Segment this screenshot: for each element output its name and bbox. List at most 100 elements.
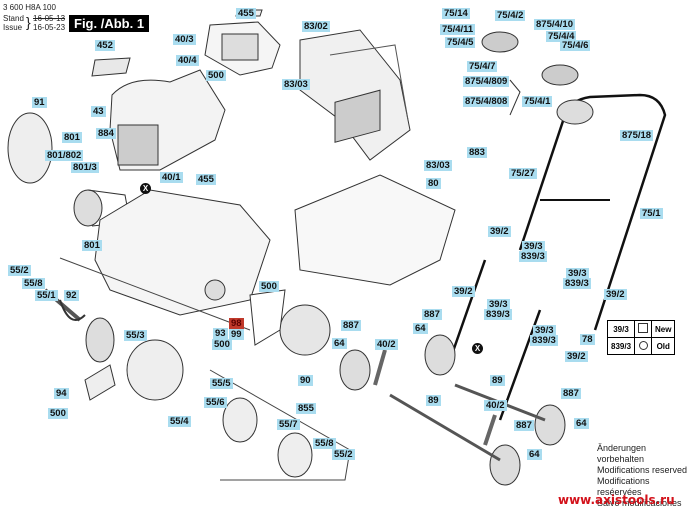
callout-40-1[interactable]: 40/1 <box>160 172 183 183</box>
callout-75-4-2[interactable]: 75/4/2 <box>495 10 526 21</box>
callout-55-8[interactable]: 55/8 <box>22 278 45 289</box>
callout-839-3[interactable]: 839/3 <box>530 335 558 346</box>
callout-801-802[interactable]: 801/802 <box>45 150 84 161</box>
callout-875-4-808[interactable]: 875/4/808 <box>463 96 510 107</box>
drawing-height-lever-2 <box>483 414 497 446</box>
callout-40-3[interactable]: 40/3 <box>173 34 196 45</box>
callout-83-03[interactable]: 83/03 <box>282 79 310 90</box>
callout-75-4-11[interactable]: 75/4/11 <box>440 24 476 35</box>
callout-75-4-4[interactable]: 75/4/4 <box>546 31 577 42</box>
callout-887[interactable]: 887 <box>422 309 442 320</box>
callout-92[interactable]: 92 <box>64 290 79 301</box>
callout-64[interactable]: 64 <box>413 323 428 334</box>
callout-875-4-10[interactable]: 875/4/10 <box>534 19 575 30</box>
callout-55-6[interactable]: 55/6 <box>204 397 227 408</box>
callout-452[interactable]: 452 <box>95 40 115 51</box>
callout-39-2[interactable]: 39/2 <box>565 351 588 362</box>
square-icon <box>634 320 653 338</box>
callout-55-5[interactable]: 55/5 <box>210 378 233 389</box>
drawing-switch-cover <box>541 64 579 86</box>
callout-39-2[interactable]: 39/2 <box>604 289 627 300</box>
callout-98-highlighted[interactable]: 98 <box>229 318 244 329</box>
drawing-roller-bracket <box>84 364 116 401</box>
callout-883[interactable]: 883 <box>467 147 487 158</box>
callout-839-3[interactable]: 839/3 <box>484 309 512 320</box>
legend-row: 39/3 New <box>606 320 676 338</box>
callout-855[interactable]: 855 <box>296 403 316 414</box>
callout-80[interactable]: 80 <box>426 178 441 189</box>
part-number: 3 600 H8A 100 <box>3 3 56 12</box>
callout-455[interactable]: 455 <box>236 8 256 19</box>
callout-55-8[interactable]: 55/8 <box>313 438 336 449</box>
callout-75-4-6[interactable]: 75/4/6 <box>560 40 591 51</box>
callout-83-03[interactable]: 83/03 <box>424 160 452 171</box>
callout-39-2[interactable]: 39/2 <box>452 286 475 297</box>
callout-887[interactable]: 887 <box>341 320 361 331</box>
callout-90[interactable]: 90 <box>298 375 313 386</box>
callout-40-2[interactable]: 40/2 <box>484 400 507 411</box>
callout-75-14[interactable]: 75/14 <box>442 8 470 19</box>
callout-40-4[interactable]: 40/4 <box>176 55 199 66</box>
callout-75-4-5[interactable]: 75/4/5 <box>445 37 476 48</box>
callout-39-3[interactable]: 39/3 <box>533 325 556 336</box>
callout-55-2[interactable]: 55/2 <box>332 449 355 460</box>
callout-75-4-7[interactable]: 75/4/7 <box>467 61 498 72</box>
callout-500[interactable]: 500 <box>259 281 279 292</box>
callout-78[interactable]: 78 <box>580 334 595 345</box>
drawing-box-lid <box>299 29 411 161</box>
callout-43[interactable]: 43 <box>91 106 106 117</box>
callout-75-4-1[interactable]: 75/4/1 <box>522 96 553 107</box>
callout-89[interactable]: 89 <box>490 375 505 386</box>
callout-839-3[interactable]: 839/3 <box>519 251 547 262</box>
callout-500[interactable]: 500 <box>206 70 226 81</box>
drawing-wheel-rear-left <box>489 444 521 486</box>
callout-39-2[interactable]: 39/2 <box>488 226 511 237</box>
callout-801[interactable]: 801 <box>62 132 82 143</box>
drawing-fan <box>7 112 53 184</box>
drawing-chassis-port <box>204 279 226 301</box>
callout-884[interactable]: 884 <box>96 128 116 139</box>
callout-89[interactable]: 89 <box>426 395 441 406</box>
callout-801[interactable]: 801 <box>82 240 102 251</box>
drawing-axle-front <box>389 393 501 462</box>
drawing-roller <box>126 339 184 401</box>
connection-marker-x: X <box>472 343 483 354</box>
callout-887[interactable]: 887 <box>561 388 581 399</box>
drawing-wheel-front-right <box>424 334 456 376</box>
callout-83-02[interactable]: 83/02 <box>302 21 330 32</box>
callout-39-3[interactable]: 39/3 <box>566 268 589 279</box>
callout-94[interactable]: 94 <box>54 388 69 399</box>
callout-500[interactable]: 500 <box>48 408 68 419</box>
callout-887[interactable]: 887 <box>514 420 534 431</box>
callout-875-18[interactable]: 875/18 <box>620 130 654 141</box>
callout-55-2[interactable]: 55/2 <box>8 265 31 276</box>
callout-55-4[interactable]: 55/4 <box>168 416 191 427</box>
drawing-vent-grid <box>221 33 259 61</box>
stand-date: 16-05-13 <box>33 14 66 23</box>
callout-875-4-809[interactable]: 875/4/809 <box>463 76 510 87</box>
callout-40-2[interactable]: 40/2 <box>375 339 398 350</box>
callout-93[interactable]: 93 <box>213 328 228 339</box>
callout-801-3[interactable]: 801/3 <box>71 162 99 173</box>
note-fr: Modifications reséervées <box>597 476 650 497</box>
callout-99[interactable]: 99 <box>229 329 244 340</box>
callout-839-3[interactable]: 839/3 <box>563 278 591 289</box>
callout-64[interactable]: 64 <box>574 418 589 429</box>
drawing-motor <box>73 189 103 227</box>
watermark-url[interactable]: www.axistools.ru <box>558 493 675 507</box>
callout-455[interactable]: 455 <box>196 174 216 185</box>
callout-64[interactable]: 64 <box>527 449 542 460</box>
callout-91[interactable]: 91 <box>32 97 47 108</box>
callout-55-1[interactable]: 55/1 <box>35 290 58 301</box>
callout-39-3[interactable]: 39/3 <box>522 241 545 252</box>
callout-75-27[interactable]: 75/27 <box>509 168 537 179</box>
callout-75-1[interactable]: 75/1 <box>640 208 663 219</box>
callout-64[interactable]: 64 <box>332 338 347 349</box>
legend-part: 39/3 <box>606 320 636 338</box>
note-es: Salvo modificaciones <box>597 498 682 508</box>
callout-55-3[interactable]: 55/3 <box>124 330 147 341</box>
callout-39-3[interactable]: 39/3 <box>487 299 510 310</box>
callout-500[interactable]: 500 <box>212 339 232 350</box>
drawing-wheel-rear-right <box>534 404 566 446</box>
callout-55-7[interactable]: 55/7 <box>277 419 300 430</box>
